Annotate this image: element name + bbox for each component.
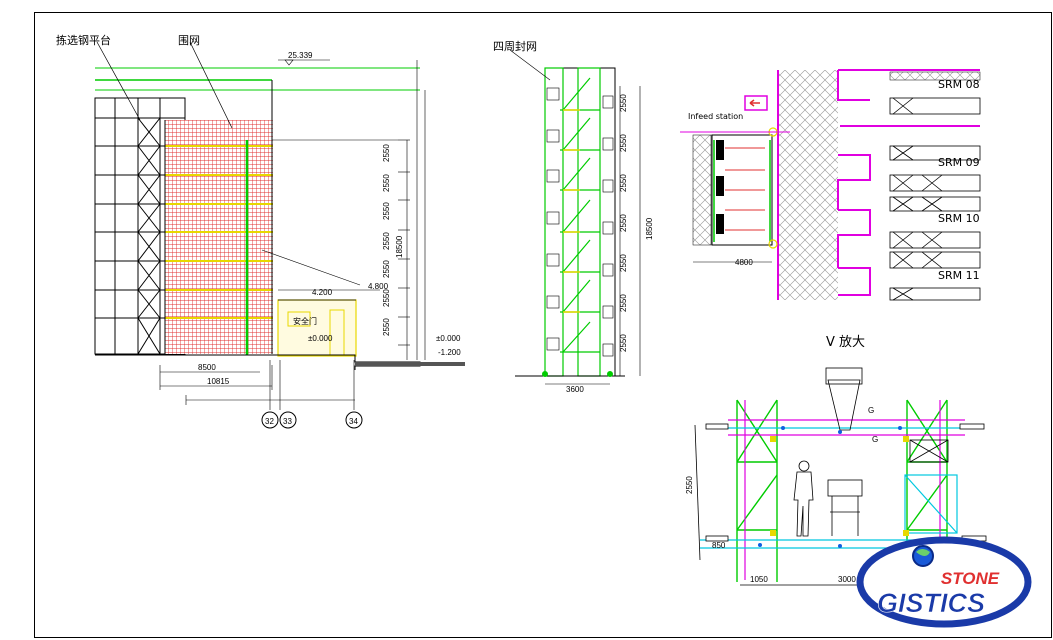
left-dim: 2550 <box>382 202 391 220</box>
grid-34: 34 <box>349 417 358 426</box>
left-dim-bottom-b: 10815 <box>207 377 230 386</box>
gate-text: 安全门 <box>293 316 317 326</box>
left-dim-bottom-a: 8500 <box>198 363 216 372</box>
mid-dim: 2550 <box>619 254 628 272</box>
mid-dim: 2550 <box>619 174 628 192</box>
label-v-zoom: V 放大 <box>826 335 865 350</box>
drawing-frame <box>34 12 1052 638</box>
elev-4800: 4.800 <box>368 282 389 291</box>
elev-top: 25.339 <box>288 51 313 60</box>
plan-view <box>680 69 981 301</box>
detail-dim-a: 1050 <box>750 575 768 584</box>
detail-v <box>694 367 987 586</box>
left-dim: 2550 <box>382 144 391 162</box>
detail-dim-small: 850 <box>712 541 726 550</box>
elev-neg: -1.200 <box>438 348 461 357</box>
elev-0a: ±0.000 <box>308 334 333 343</box>
dim-4800: 4800 <box>735 258 753 267</box>
g-label-1: G <box>868 406 874 415</box>
grid-32: 32 <box>265 417 274 426</box>
srm-label: SRM 10 <box>938 212 980 225</box>
elev-0b: ±0.000 <box>436 334 461 343</box>
detail-dim-side: 2550 <box>685 476 694 494</box>
g-label-2: G <box>872 435 878 444</box>
left-elevation <box>94 41 465 429</box>
srm-label: SRM 08 <box>938 78 980 91</box>
mid-dim: 2550 <box>619 334 628 352</box>
left-dim: 2550 <box>382 289 391 307</box>
label-infeed: Infeed station <box>688 112 743 121</box>
left-dim-total: 18500 <box>395 235 404 258</box>
logo-top-text: STONE <box>941 569 1000 588</box>
mid-dim: 2550 <box>619 134 628 152</box>
grid-bubble-33 <box>279 411 297 429</box>
srm-label: SRM 11 <box>938 269 980 282</box>
left-dim: 2550 <box>382 260 391 278</box>
mid-dim-total: 18500 <box>645 217 654 240</box>
label-platform: 拣选钢平台 <box>56 33 111 47</box>
left-dim: 2550 <box>382 174 391 192</box>
stone-gistics-logo: STONE GISTICS <box>856 536 1032 628</box>
mid-dim: 2550 <box>619 294 628 312</box>
mid-dim-width: 3600 <box>566 385 584 394</box>
detail-dim-b: 3000 <box>838 575 856 584</box>
label-perimeter-net: 四周封网 <box>493 39 537 53</box>
logo-bottom-text: GISTICS <box>877 588 985 618</box>
srm-label: SRM 09 <box>938 156 980 169</box>
mid-dim: 2550 <box>619 214 628 232</box>
mid-dim: 2550 <box>619 94 628 112</box>
text-labels: 拣选钢平台 围网 四周封网 Infeed station V 放大 25.339… <box>56 33 980 584</box>
safety-net <box>165 120 273 354</box>
left-dim: 2550 <box>382 318 391 336</box>
elev-4200: 4.200 <box>312 288 333 297</box>
stair-elevation <box>509 49 641 385</box>
grid-bubble-32 <box>261 411 279 429</box>
left-dim: 2550 <box>382 232 391 250</box>
label-fence-net: 围网 <box>178 34 200 47</box>
grid-33: 33 <box>283 417 292 426</box>
grid-bubble-34 <box>345 411 363 429</box>
